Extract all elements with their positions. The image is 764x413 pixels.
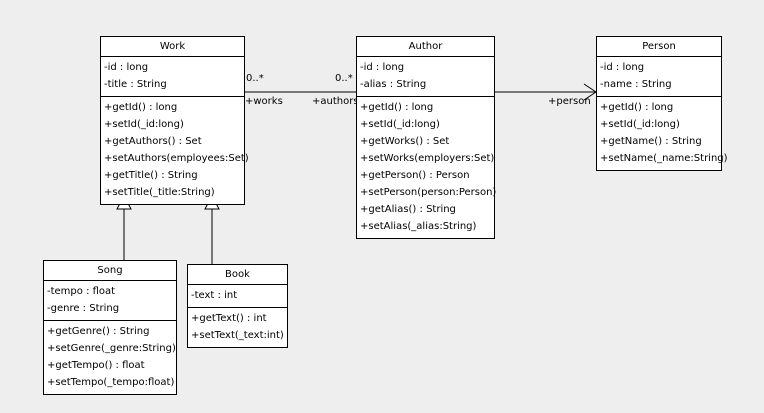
attributes-section: -text : int [188, 285, 287, 308]
operation: +getAuthors() : Set [104, 136, 202, 147]
operation: +setTitle(_title:String) [104, 187, 215, 198]
operation: +setPerson(person:Person) [360, 187, 497, 198]
class-name: Work [101, 37, 244, 57]
multiplicity-author-end: 0..* [335, 73, 353, 84]
operation: +getGenre() : String [47, 326, 150, 337]
role-label-works: +works [245, 96, 283, 107]
operations-section: +getGenre() : String +setGenre(_genre:St… [44, 321, 176, 394]
attribute: -genre : String [47, 303, 120, 314]
class-author[interactable]: Author -id : long -alias : String +getId… [356, 36, 497, 239]
class-song[interactable]: Song -tempo : float -genre : String +get… [43, 260, 177, 395]
role-label-authors: +authors [312, 96, 359, 107]
operation: +getTempo() : float [47, 360, 145, 371]
class-work[interactable]: Work -id : long -title : String +getId()… [100, 36, 249, 205]
attribute: -id : long [600, 62, 645, 73]
attribute: -text : int [191, 290, 238, 301]
operation: +getId() : long [104, 102, 178, 113]
attributes-section: -id : long -title : String [101, 57, 244, 97]
operation: +getTitle() : String [104, 170, 198, 181]
operation: +setTempo(_tempo:float) [47, 377, 175, 388]
operation: +setAlias(_alias:String) [360, 221, 477, 232]
attributes-section: -tempo : float -genre : String [44, 281, 176, 321]
multiplicity-work-end: 0..* [246, 73, 264, 84]
operations-section: +getId() : long +setId(_id:long) +getAut… [101, 97, 249, 204]
operation: +getId() : long [360, 102, 434, 113]
role-label-person: +person [548, 96, 591, 107]
class-name: Author [357, 37, 494, 57]
attribute: -tempo : float [47, 286, 116, 297]
operation: +getName() : String [600, 136, 702, 147]
operation: +getWorks() : Set [360, 136, 450, 147]
operation: +setText(_text:int) [191, 330, 284, 341]
class-person[interactable]: Person -id : long -name : String +getId(… [596, 36, 728, 171]
attribute: -title : String [104, 79, 167, 90]
attributes-section: -id : long -alias : String [357, 57, 494, 97]
operation: +getText() : int [191, 313, 267, 324]
attribute: -id : long [360, 62, 405, 73]
operation: +getAlias() : String [360, 204, 456, 215]
operation: +setGenre(_genre:String) [47, 343, 176, 354]
class-name: Book [188, 265, 287, 285]
operations-section: +getId() : long +setId(_id:long) +getWor… [357, 97, 497, 238]
class-book[interactable]: Book -text : int +getText() : int +setTe… [187, 264, 288, 348]
attributes-section: -id : long -name : String [597, 57, 721, 97]
operation: +setId(_id:long) [360, 119, 440, 130]
class-name: Song [44, 261, 176, 281]
operation: +setId(_id:long) [600, 119, 680, 130]
operation: +setAuthors(employees:Set) [104, 153, 249, 164]
operations-section: +getText() : int +setText(_text:int) [188, 308, 287, 347]
operation: +getId() : long [600, 102, 674, 113]
class-name: Person [597, 37, 721, 57]
attribute: -id : long [104, 62, 149, 73]
attribute: -alias : String [360, 79, 427, 90]
operations-section: +getId() : long +setId(_id:long) +getNam… [597, 97, 728, 170]
operation: +setId(_id:long) [104, 119, 184, 130]
attribute: -name : String [600, 79, 672, 90]
operation: +setName(_name:String) [600, 153, 728, 164]
operation: +setWorks(employers:Set) [360, 153, 495, 164]
operation: +getPerson() : Person [360, 170, 470, 181]
